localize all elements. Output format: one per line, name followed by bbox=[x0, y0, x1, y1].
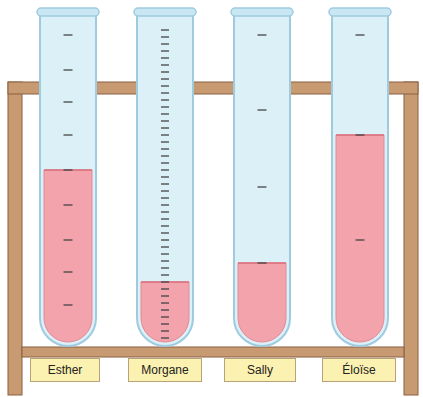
graduation-tick bbox=[161, 78, 169, 79]
graduation-tick bbox=[161, 197, 169, 198]
tube-rim bbox=[329, 8, 391, 16]
graduation-tick bbox=[161, 246, 169, 247]
liquid bbox=[238, 263, 286, 342]
graduation-tick bbox=[161, 57, 169, 58]
graduation-tick bbox=[161, 253, 169, 254]
graduation-tick bbox=[161, 211, 169, 212]
graduation-tick bbox=[64, 304, 73, 305]
graduation-tick bbox=[161, 99, 169, 100]
graduation-tick bbox=[258, 262, 267, 263]
graduation-tick bbox=[161, 281, 169, 282]
graduation-tick bbox=[161, 309, 169, 310]
graduation-tick bbox=[161, 190, 169, 191]
graduation-tick bbox=[161, 225, 169, 226]
graduation-tick bbox=[161, 176, 169, 177]
label-text: Éloïse bbox=[342, 363, 375, 377]
tube-rim bbox=[134, 8, 196, 16]
graduation-tick bbox=[161, 183, 169, 184]
graduation-tick bbox=[161, 148, 169, 149]
rack-base bbox=[22, 347, 404, 357]
graduation-tick bbox=[161, 260, 169, 261]
test-tube bbox=[332, 14, 388, 346]
graduation-tick bbox=[161, 64, 169, 65]
graduation-tick bbox=[258, 186, 267, 187]
label-text: Sally bbox=[247, 363, 273, 377]
graduation-tick bbox=[161, 71, 169, 72]
graduation-tick bbox=[161, 106, 169, 107]
graduation-tick bbox=[161, 155, 169, 156]
graduation-tick bbox=[161, 337, 169, 338]
graduation-tick bbox=[161, 29, 169, 30]
liquid bbox=[141, 282, 189, 342]
graduation-tick bbox=[64, 69, 73, 70]
label-text: Morgane bbox=[141, 363, 188, 377]
graduation-tick bbox=[64, 271, 73, 272]
graduation-tick bbox=[64, 169, 73, 170]
graduation-tick bbox=[64, 134, 73, 135]
graduation-tick bbox=[356, 34, 365, 35]
graduation-tick bbox=[161, 218, 169, 219]
graduation-tick bbox=[161, 330, 169, 331]
liquid-surface bbox=[44, 169, 92, 171]
graduation-tick bbox=[161, 50, 169, 51]
test-tube bbox=[137, 14, 193, 346]
graduation-tick bbox=[64, 204, 73, 205]
liquid-surface bbox=[336, 134, 384, 136]
rack-post bbox=[8, 82, 22, 395]
graduation-tick bbox=[161, 127, 169, 128]
graduation-tick bbox=[161, 239, 169, 240]
graduation-tick bbox=[161, 288, 169, 289]
graduation-tick bbox=[161, 169, 169, 170]
graduation-tick bbox=[161, 43, 169, 44]
name-label: Éloïse bbox=[322, 358, 396, 382]
liquid bbox=[44, 170, 92, 342]
graduation-tick bbox=[161, 267, 169, 268]
graduation-tick bbox=[356, 134, 365, 135]
graduation-tick bbox=[161, 85, 169, 86]
graduation-tick bbox=[161, 274, 169, 275]
graduation-tick bbox=[64, 34, 73, 35]
tube-rim bbox=[231, 8, 293, 16]
liquid-surface bbox=[238, 262, 286, 264]
graduation-tick bbox=[161, 162, 169, 163]
graduation-tick bbox=[161, 204, 169, 205]
liquid bbox=[336, 135, 384, 342]
graduation-tick bbox=[161, 323, 169, 324]
name-label: Esther bbox=[30, 358, 100, 382]
label-text: Esther bbox=[48, 363, 83, 377]
graduation-tick bbox=[161, 92, 169, 93]
graduation-tick bbox=[161, 134, 169, 135]
graduation-tick bbox=[161, 316, 169, 317]
name-label: Sally bbox=[224, 358, 296, 382]
tube-rim bbox=[37, 8, 99, 16]
graduation-tick bbox=[161, 141, 169, 142]
test-tube bbox=[40, 14, 96, 346]
rack-post bbox=[404, 82, 418, 395]
name-label: Morgane bbox=[128, 358, 202, 382]
graduation-tick bbox=[161, 232, 169, 233]
graduation-tick bbox=[161, 113, 169, 114]
liquid-surface bbox=[141, 281, 189, 283]
graduation-tick bbox=[258, 109, 267, 110]
graduation-tick bbox=[258, 34, 267, 35]
graduation-tick bbox=[161, 36, 169, 37]
graduation-tick bbox=[161, 120, 169, 121]
graduation-tick bbox=[356, 239, 365, 240]
graduation-tick bbox=[161, 302, 169, 303]
graduation-tick bbox=[64, 101, 73, 102]
test-tube bbox=[234, 14, 290, 346]
tubes bbox=[37, 8, 391, 346]
graduation-tick bbox=[161, 295, 169, 296]
graduation-tick bbox=[64, 239, 73, 240]
